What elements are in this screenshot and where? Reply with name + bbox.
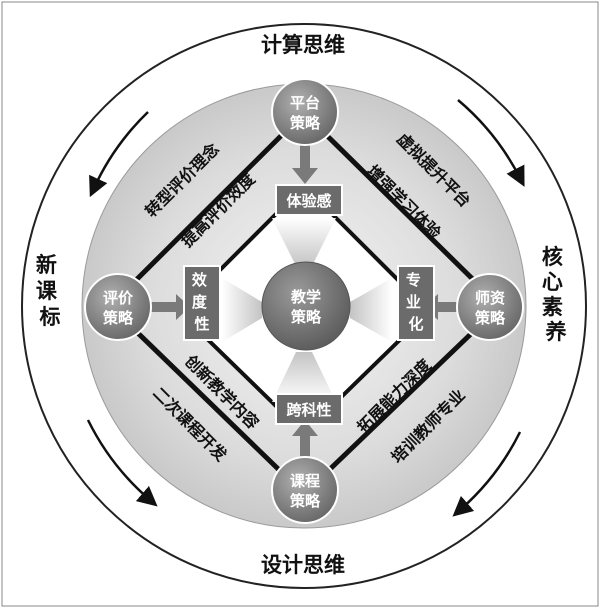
node-left-line1: 评价 <box>103 289 134 307</box>
connector-bottom <box>300 434 310 464</box>
arrow-bottom-left <box>86 419 158 507</box>
ring-label-left: 新 课 标 <box>36 253 64 329</box>
box-left-label: 效 度 性 <box>192 271 212 333</box>
arrow-bottom-right <box>452 431 522 517</box>
node-top: 平台 策略 <box>271 78 339 146</box>
node-right-line1: 师资 <box>475 289 505 307</box>
funnel-top <box>272 218 336 266</box>
box-bottom-label: 跨科性 <box>286 401 331 419</box>
funnel-left <box>222 278 262 342</box>
box-left: 效 度 性 <box>183 265 221 341</box>
center-node-line2: 策略 <box>290 308 322 326</box>
box-bottom: 跨科性 <box>275 393 343 425</box>
node-right-line2: 策略 <box>474 309 506 327</box>
connector-left <box>150 302 178 312</box>
connector-top-head <box>292 168 318 184</box>
ring-label-bottom: 设计思维 <box>261 553 345 577</box>
node-left-line2: 策略 <box>102 309 134 327</box>
connector-right <box>436 302 464 312</box>
node-right: 师资 策略 <box>456 273 524 341</box>
arrow-top-right <box>457 99 525 187</box>
funnel-bottom <box>272 352 336 402</box>
box-top: 体验感 <box>275 184 343 216</box>
funnel-right <box>350 278 392 342</box>
ring-label-top: 计算思维 <box>261 33 345 57</box>
box-right-label: 专 业 化 <box>406 271 426 333</box>
connector-top <box>300 140 310 170</box>
node-bottom: 课程 策略 <box>271 456 339 524</box>
center-node: 教学 策略 <box>261 261 351 351</box>
arrow-top-left <box>89 111 149 198</box>
node-top-line1: 平台 <box>290 94 320 112</box>
center-node-line1: 教学 <box>290 288 321 306</box>
ring-label-right: 核 心 素 养 <box>542 245 570 344</box>
box-top-label: 体验感 <box>286 192 331 210</box>
ring-arrows <box>86 99 525 517</box>
connector-bottom-head <box>292 420 318 436</box>
node-left: 评价 策略 <box>84 273 152 341</box>
node-top-line2: 策略 <box>289 114 321 132</box>
inward-funnels <box>222 218 392 402</box>
node-bottom-line2: 策略 <box>289 492 321 510</box>
box-right: 专 业 化 <box>397 265 435 341</box>
node-bottom-line1: 课程 <box>290 472 320 490</box>
